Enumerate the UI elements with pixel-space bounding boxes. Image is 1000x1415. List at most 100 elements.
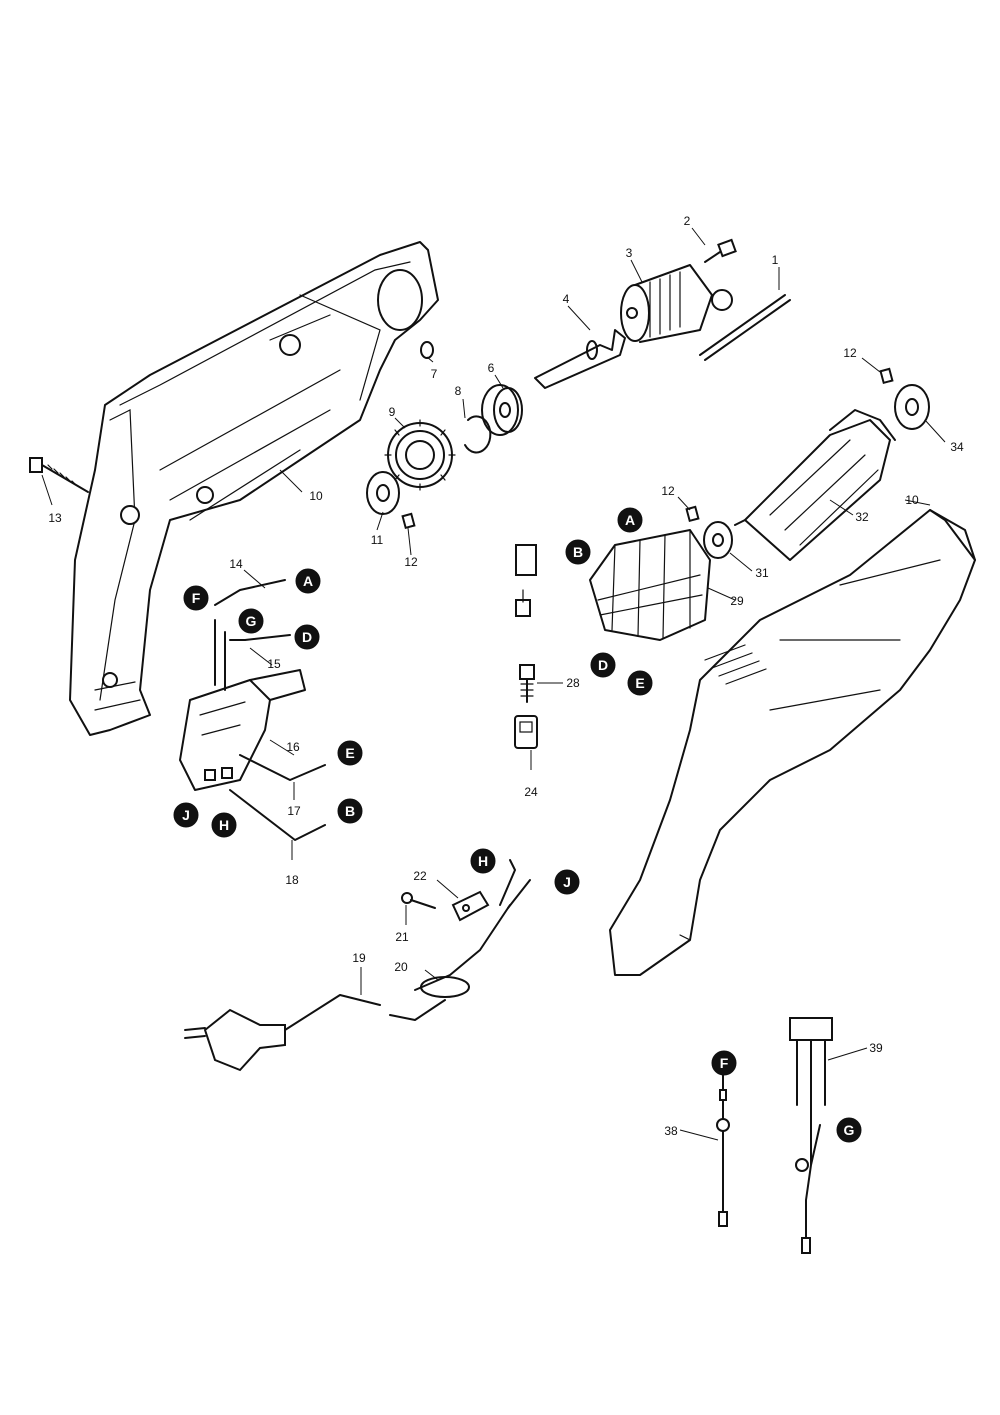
part-num-2: 2 xyxy=(684,214,691,228)
part-num-19: 19 xyxy=(352,951,366,965)
bearing-31 xyxy=(703,521,733,559)
svg-text:J: J xyxy=(563,874,571,890)
part-num-7: 7 xyxy=(431,367,438,381)
spindle xyxy=(534,329,626,389)
connector-badge-j-switch: J xyxy=(173,802,199,828)
pin-12-right xyxy=(879,367,894,385)
part-num-14: 14 xyxy=(229,557,243,571)
stator-29 xyxy=(589,529,711,641)
part-num-15: 15 xyxy=(267,657,281,671)
wire-18 xyxy=(229,789,326,841)
wire-15 xyxy=(214,619,291,691)
connector-badge-h-cord: H xyxy=(470,848,496,874)
part-num-29: 29 xyxy=(730,594,744,608)
screw-13 xyxy=(29,457,89,493)
svg-text:H: H xyxy=(219,817,229,833)
connector-badge-a-switch: A xyxy=(295,568,321,594)
part-num-32: 32 xyxy=(855,510,869,524)
connector-badge-e-switch: E xyxy=(337,740,363,766)
svg-text:D: D xyxy=(598,657,608,673)
connector-badge-f-wire38: F xyxy=(711,1050,737,1076)
part-num-39: 39 xyxy=(869,1041,883,1055)
part-num-28: 28 xyxy=(566,676,580,690)
circlip-8 xyxy=(464,415,492,454)
chuck-key xyxy=(699,289,791,361)
bearing-6 xyxy=(481,384,523,436)
connector-badge-g-suppressor: G xyxy=(836,1117,862,1143)
svg-text:A: A xyxy=(625,512,635,528)
bearing-34 xyxy=(894,384,930,430)
switch-16 xyxy=(179,669,306,791)
part-num-31: 31 xyxy=(755,566,769,580)
pin-12-left xyxy=(401,512,416,530)
part-num-13: 13 xyxy=(48,511,62,525)
svg-text:E: E xyxy=(345,745,354,761)
o-ring-7 xyxy=(420,341,434,359)
gear-9 xyxy=(384,419,456,491)
part-num-4: 4 xyxy=(563,292,570,306)
carbon-brush-28 xyxy=(519,664,535,703)
wire-14 xyxy=(214,579,286,606)
part-num-17: 17 xyxy=(287,804,301,818)
part-num-8: 8 xyxy=(455,384,462,398)
left-housing-half xyxy=(69,241,439,736)
drill-chuck xyxy=(620,264,713,343)
connector-badge-a-stator: A xyxy=(617,507,643,533)
leader-lines xyxy=(41,227,946,1141)
part-num-10-left: 10 xyxy=(309,489,323,503)
svg-text:B: B xyxy=(345,803,355,819)
connector-badge-e-stator: E xyxy=(627,670,653,696)
connector-badge-b-switch: B xyxy=(337,798,363,824)
connector-badge-d-stator: D xyxy=(590,652,616,678)
right-housing-half xyxy=(609,509,976,976)
part-num-21: 21 xyxy=(395,930,409,944)
chuck-screw xyxy=(704,238,737,263)
part-num-1: 1 xyxy=(772,253,779,267)
part-num-6: 6 xyxy=(488,361,495,375)
cable-clamp-22 xyxy=(451,890,490,922)
part-num-34: 34 xyxy=(950,440,964,454)
strain-relief-20 xyxy=(414,904,511,991)
armature-32 xyxy=(734,409,896,561)
svg-text:A: A xyxy=(303,573,313,589)
connector-badges: A F G D E B J H A B D E H J F G xyxy=(173,507,862,1143)
svg-text:B: B xyxy=(573,544,583,560)
brush-holder-upper xyxy=(515,544,537,617)
svg-text:G: G xyxy=(844,1122,855,1138)
part-num-10-right: 10 xyxy=(905,493,919,507)
connector-badge-f-switch: F xyxy=(183,585,209,611)
part-num-12-right: 12 xyxy=(843,346,857,360)
svg-text:D: D xyxy=(302,629,312,645)
connector-badge-h-switch: H xyxy=(211,812,237,838)
part-num-12-left: 12 xyxy=(404,555,418,569)
part-num-11: 11 xyxy=(371,533,384,547)
svg-text:H: H xyxy=(478,853,488,869)
part-num-22: 22 xyxy=(413,869,427,883)
pin-12-mid xyxy=(685,505,700,523)
wire-17 xyxy=(239,754,326,781)
part-num-18: 18 xyxy=(285,873,299,887)
part-num-3: 3 xyxy=(626,246,633,260)
wire-38 xyxy=(716,1069,730,1227)
part-num-38: 38 xyxy=(664,1124,678,1138)
connector-badge-j-cord: J xyxy=(554,869,580,895)
svg-text:G: G xyxy=(246,613,257,629)
svg-text:F: F xyxy=(192,590,201,606)
part-num-16: 16 xyxy=(286,740,300,754)
connector-badge-g-switch: G xyxy=(238,608,264,634)
svg-text:J: J xyxy=(182,807,190,823)
clamp-screw-21 xyxy=(401,892,436,909)
power-cord-19 xyxy=(284,994,381,1031)
power-plug xyxy=(184,1008,286,1072)
suppressor-39 xyxy=(789,1017,833,1254)
part-num-12-mid: 12 xyxy=(661,484,675,498)
part-num-9: 9 xyxy=(389,405,396,419)
brush-cap-24 xyxy=(514,715,538,749)
svg-text:E: E xyxy=(635,675,644,691)
part-num-24: 24 xyxy=(524,785,538,799)
connector-badge-b-stator: B xyxy=(565,539,591,565)
svg-text:F: F xyxy=(720,1055,729,1071)
bearing-11 xyxy=(366,471,400,515)
connector-badge-d-switch: D xyxy=(294,624,320,650)
